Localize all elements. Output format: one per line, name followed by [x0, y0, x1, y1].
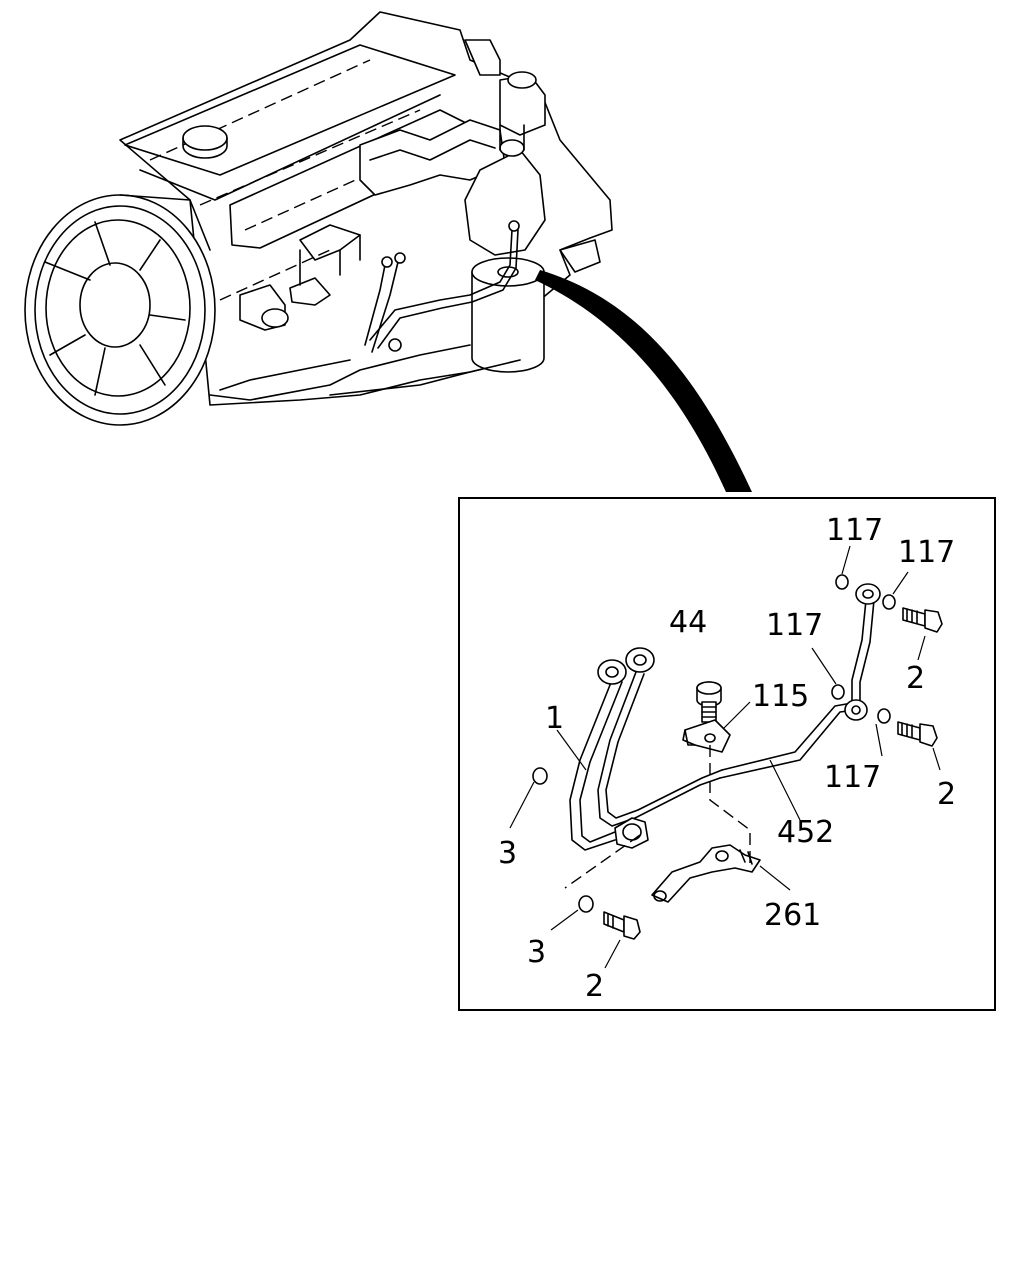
- callout-3-upper: 3: [498, 836, 517, 871]
- callout-117-mid: 117: [766, 608, 823, 643]
- callout-3-lower: 3: [527, 935, 546, 970]
- callout-2-top: 2: [906, 661, 925, 696]
- callout-117-top-right: 117: [898, 535, 955, 570]
- callout-452: 452: [777, 815, 834, 850]
- callout-261: 261: [764, 898, 821, 933]
- callout-arrow: [535, 270, 752, 492]
- callout-2-right: 2: [937, 777, 956, 812]
- callout-1: 1: [545, 701, 564, 736]
- detail-frame: [458, 497, 996, 1011]
- callout-115: 115: [752, 679, 809, 714]
- detail-view: [509, 545, 943, 969]
- callout-2-bottom: 2: [585, 969, 604, 1004]
- callout-117-bottom: 117: [824, 760, 881, 795]
- engine-overview: [24, 11, 613, 426]
- callout-44: 44: [669, 605, 707, 640]
- callout-117-top-left: 117: [826, 513, 883, 548]
